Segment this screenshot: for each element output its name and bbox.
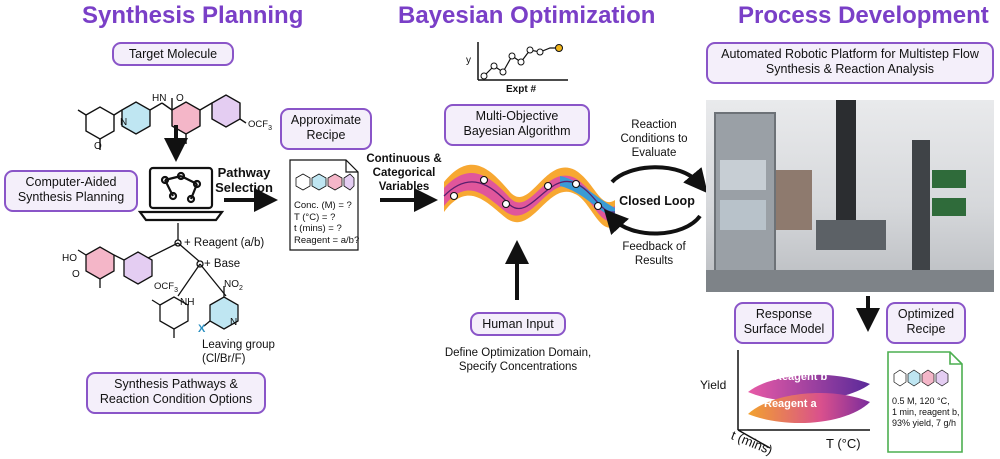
morpholine-nh-label: NH bbox=[180, 297, 195, 308]
title-bayesian-optimization: Bayesian Optimization bbox=[398, 2, 656, 29]
acid-o-label: O bbox=[72, 269, 80, 280]
photo-board-2 bbox=[932, 198, 966, 216]
specify-conc-text: Specify Concentrations bbox=[458, 361, 578, 373]
photo-robot-arm bbox=[836, 100, 856, 250]
pyridine-fragment bbox=[203, 286, 239, 330]
surface-reagent-b: Reagent b bbox=[774, 371, 828, 383]
synthesis-pathways-label: Synthesis Pathways & Reaction Condition … bbox=[86, 372, 266, 414]
target-molecule bbox=[77, 94, 247, 150]
target-morpholine-o-label: O bbox=[94, 141, 102, 152]
leaving-group-x: X bbox=[198, 323, 206, 335]
bayesian-algorithm-label: Multi-Objective Bayesian Algorithm bbox=[444, 104, 590, 146]
response-surface-label: Response Surface Model bbox=[734, 302, 834, 344]
pathway-selection-label: Pathway Selection bbox=[215, 165, 273, 195]
nitro-label: NO2 bbox=[224, 278, 243, 296]
closed-loop-label: Closed Loop bbox=[619, 194, 695, 208]
no2-sub: 2 bbox=[239, 285, 243, 292]
approximate-recipe-paper bbox=[289, 159, 359, 251]
robotic-platform-photo bbox=[706, 100, 994, 292]
target-n-label: N bbox=[120, 117, 128, 128]
human-input-label: Human Input bbox=[470, 312, 566, 336]
ocf3-text: OCF bbox=[248, 119, 269, 130]
reagent-label: + Reagent (a/b) bbox=[184, 237, 265, 249]
acid-ocf3-text: OCF bbox=[154, 281, 175, 292]
morpholine-fragment bbox=[151, 296, 189, 338]
no2-text: NO bbox=[224, 279, 239, 290]
photo-pumps bbox=[776, 170, 812, 230]
yield-axis-label: Yield bbox=[700, 378, 727, 392]
feedback-label: Feedback of Results bbox=[622, 241, 686, 267]
photo-bench bbox=[706, 270, 994, 292]
define-domain-text: Define Optimization Domain, bbox=[444, 347, 592, 359]
plot-axis-y: y bbox=[466, 55, 471, 66]
laptop-network-icon bbox=[137, 166, 225, 222]
final-line-3: 93% yield, 7 g/h bbox=[892, 418, 957, 428]
title-synthesis-planning: Synthesis Planning bbox=[82, 2, 304, 29]
photo-module-2 bbox=[720, 200, 766, 230]
surface-reagent-a: Reagent a bbox=[764, 398, 817, 410]
photo-board-1 bbox=[932, 170, 966, 188]
photo-left-rack bbox=[714, 112, 776, 286]
recipe-line-temp: T (°C) = ? bbox=[294, 211, 336, 223]
optimization-trace-plot bbox=[477, 42, 568, 81]
photo-right-post bbox=[912, 140, 930, 290]
approximate-recipe-label: Approximate Recipe bbox=[280, 108, 372, 150]
acid-ocf3-sub: 3 bbox=[174, 286, 178, 294]
target-hn-label: HN bbox=[152, 92, 166, 106]
closed-loop-arrows bbox=[603, 165, 708, 236]
final-line-1: 0.5 M, 120 °C, bbox=[892, 396, 950, 406]
target-h-text: H bbox=[152, 93, 160, 104]
bayesian-acquisition-wave bbox=[443, 164, 616, 228]
acid-ocf3-label: OCF3 bbox=[154, 280, 178, 298]
variables-label: Continuous & Categorical Variables bbox=[366, 153, 442, 193]
leaving-group-options: (Cl/Br/F) bbox=[202, 353, 246, 365]
conditions-to-evaluate-label: Reaction Conditions to Evaluate bbox=[620, 119, 688, 159]
optimized-recipe-label: Optimized Recipe bbox=[886, 302, 966, 344]
ocf3-sub: 3 bbox=[268, 124, 272, 132]
recipe-line-time: t (mins) = ? bbox=[294, 223, 342, 234]
target-ocf3-label: OCF3 bbox=[248, 118, 272, 136]
acid-fragment bbox=[77, 246, 153, 288]
robotic-platform-label: Automated Robotic Platform for Multistep… bbox=[706, 42, 994, 84]
recipe-lines: Conc. (M) = ? T (°C) = ? t (mins) = ? Re… bbox=[294, 200, 359, 246]
target-n2-text: N bbox=[159, 93, 167, 104]
title-process-development: Process Development bbox=[738, 2, 989, 29]
recipe-line-conc: Conc. (M) = ? bbox=[294, 200, 352, 211]
optimized-recipe-lines: 0.5 M, 120 °C, 1 min, reagent b, 93% yie… bbox=[892, 396, 960, 429]
optimized-recipe-paper bbox=[887, 351, 963, 453]
final-line-2: 1 min, reagent b, bbox=[892, 407, 960, 417]
pyridine-n-label: N bbox=[230, 317, 238, 328]
T-celsius-axis-label: T (°C) bbox=[826, 436, 861, 451]
response-surface-model bbox=[737, 350, 870, 449]
casp-label: Computer-Aided Synthesis Planning bbox=[4, 170, 138, 212]
photo-gripper bbox=[816, 220, 886, 250]
acid-ho-label: HO bbox=[62, 253, 77, 264]
base-label: + Base bbox=[204, 258, 241, 270]
target-o-label: O bbox=[176, 93, 184, 104]
photo-module-1 bbox=[720, 160, 766, 190]
recipe-line-reagent: Reagent = a/b? bbox=[294, 234, 360, 246]
target-molecule-label: Target Molecule bbox=[112, 42, 234, 66]
leaving-group-label: Leaving group bbox=[202, 339, 275, 351]
plot-axis-x: Expt # bbox=[506, 84, 537, 95]
